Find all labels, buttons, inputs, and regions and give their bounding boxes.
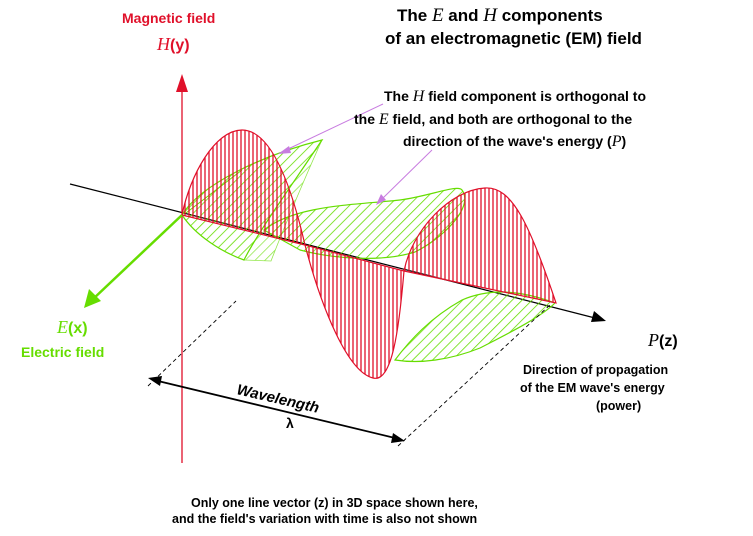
note-pointer-2 (381, 149, 433, 200)
magnetic-field-lobe-3 (403, 187, 557, 304)
wavelength-guide-left (147, 300, 237, 387)
magnetic-axis-letter: (y) (170, 37, 190, 54)
magnetic-field-symbol: H(y) (157, 34, 190, 55)
propagation-axis-letter: (z) (659, 333, 678, 350)
wavelength-arrowhead-right (391, 433, 405, 443)
title-text: and (443, 6, 484, 25)
title-h-symbol: H (483, 5, 497, 26)
electric-field-label: Electric field (21, 344, 105, 360)
magnetic-symbol-letter: H (157, 34, 170, 54)
note-e-symbol: E (378, 111, 389, 128)
propagation-symbol: P(z) (648, 330, 678, 351)
propagation-symbol-letter: P (648, 330, 659, 350)
note-p-symbol: P (611, 133, 622, 150)
propagation-label-line-3: (power) (596, 399, 642, 413)
note-line-3: direction of the wave's energy (P) (403, 133, 626, 151)
magnetic-field-label: Magnetic field (122, 10, 216, 26)
note-line-2: the E field, and both are orthogonal to … (354, 111, 632, 129)
propagation-arrowhead (591, 311, 606, 322)
electric-axis (91, 214, 183, 301)
note-text: field, and both are orthogonal to the (388, 111, 633, 127)
electric-field-symbol: E(x) (57, 317, 88, 338)
note-pointer-1-head (278, 146, 291, 154)
footer-line-2: and the field's variation with time is a… (172, 512, 478, 526)
electric-symbol-letter: E (57, 317, 68, 337)
magnetic-arrowhead (176, 74, 188, 92)
title-text: The (397, 6, 432, 25)
electric-axis-letter: (x) (68, 320, 88, 337)
note-h-symbol: H (412, 88, 425, 105)
note-text: The (384, 88, 413, 104)
note-pointer-2-head (376, 194, 386, 205)
note-pointer-1 (285, 103, 384, 151)
note-text: field component is orthogonal to (424, 88, 646, 104)
magnetic-field-lobe-2 (304, 244, 405, 379)
propagation-label-line-2: of the EM wave's energy (520, 381, 665, 395)
wavelength-label: Wavelength (235, 381, 321, 416)
wavelength-symbol: λ (286, 415, 294, 431)
note-line-1: The H field component is orthogonal to (384, 88, 646, 106)
wavelength-arrow (157, 380, 396, 439)
title-text: components (496, 6, 603, 25)
title-e-symbol: E (431, 5, 444, 26)
note-text: direction of the wave's energy ( (403, 133, 612, 149)
propagation-label-line-1: Direction of propagation (523, 363, 669, 377)
electric-field-lobe-4 (393, 291, 557, 363)
magnetic-field-lobe-1 (181, 129, 306, 246)
note-text: ) (621, 133, 627, 149)
electric-arrowhead (84, 289, 101, 308)
title-line-2: of an electromagnetic (EM) field (385, 29, 642, 48)
wavelength-guide-right (397, 302, 553, 447)
note-text: the (354, 111, 379, 127)
footer-line-1: Only one line vector (z) in 3D space sho… (191, 496, 478, 510)
title-line-1: The E and H components (397, 5, 603, 27)
wavelength-arrowhead-left (148, 376, 162, 386)
